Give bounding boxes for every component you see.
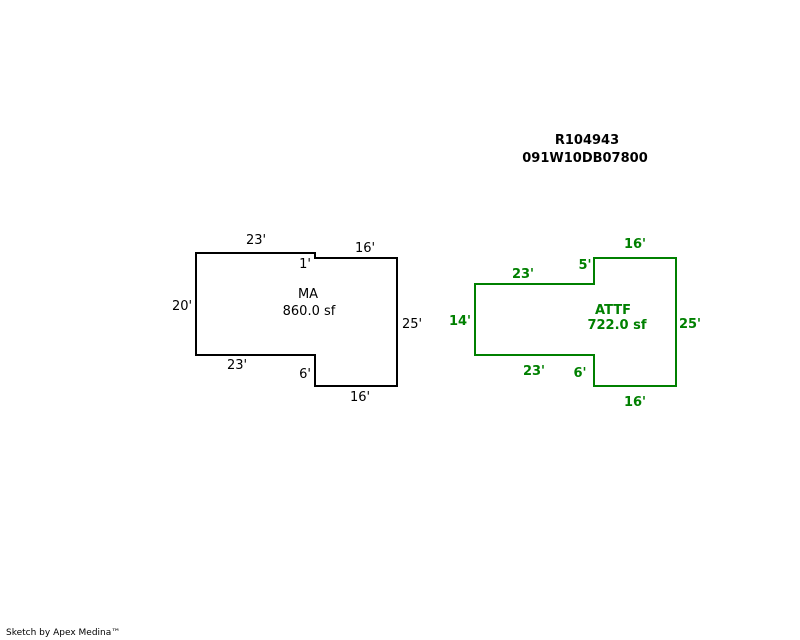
- ma-dim-bottom-left: 23': [227, 358, 247, 373]
- attached-area-size: 722.0 sf: [587, 318, 646, 333]
- ma-dim-right: 25': [402, 317, 422, 332]
- map-number: 091W10DB07800: [522, 151, 648, 166]
- attached-area-label: ATTF: [595, 303, 631, 318]
- sketch-credit: Sketch by Apex Medina™: [6, 628, 121, 638]
- attf-dim-bottom-left: 23': [523, 364, 545, 379]
- attf-dim-top-left: 23': [512, 267, 534, 282]
- ma-dim-bottom-right: 16': [350, 390, 370, 405]
- ma-dim-step-top: 1': [299, 257, 311, 272]
- ma-dim-step-bottom: 6': [299, 367, 311, 382]
- main-area-size: 860.0 sf: [283, 304, 336, 319]
- attf-dim-left: 14': [449, 314, 471, 329]
- parcel-id: R104943: [555, 133, 619, 148]
- ma-dim-left: 20': [172, 299, 192, 314]
- main-area-outline: [195, 252, 398, 387]
- attf-dim-top-right: 16': [624, 237, 646, 252]
- attf-dim-step-top: 5': [578, 258, 591, 273]
- attf-dim-step-bottom: 6': [573, 366, 586, 381]
- ma-dim-top-left: 23': [246, 233, 266, 248]
- attf-dim-bottom-right: 16': [624, 395, 646, 410]
- attf-dim-right: 25': [679, 317, 701, 332]
- attached-area-outline: [474, 257, 677, 387]
- main-area-label: MA: [298, 287, 318, 302]
- ma-dim-top-right: 16': [355, 241, 375, 256]
